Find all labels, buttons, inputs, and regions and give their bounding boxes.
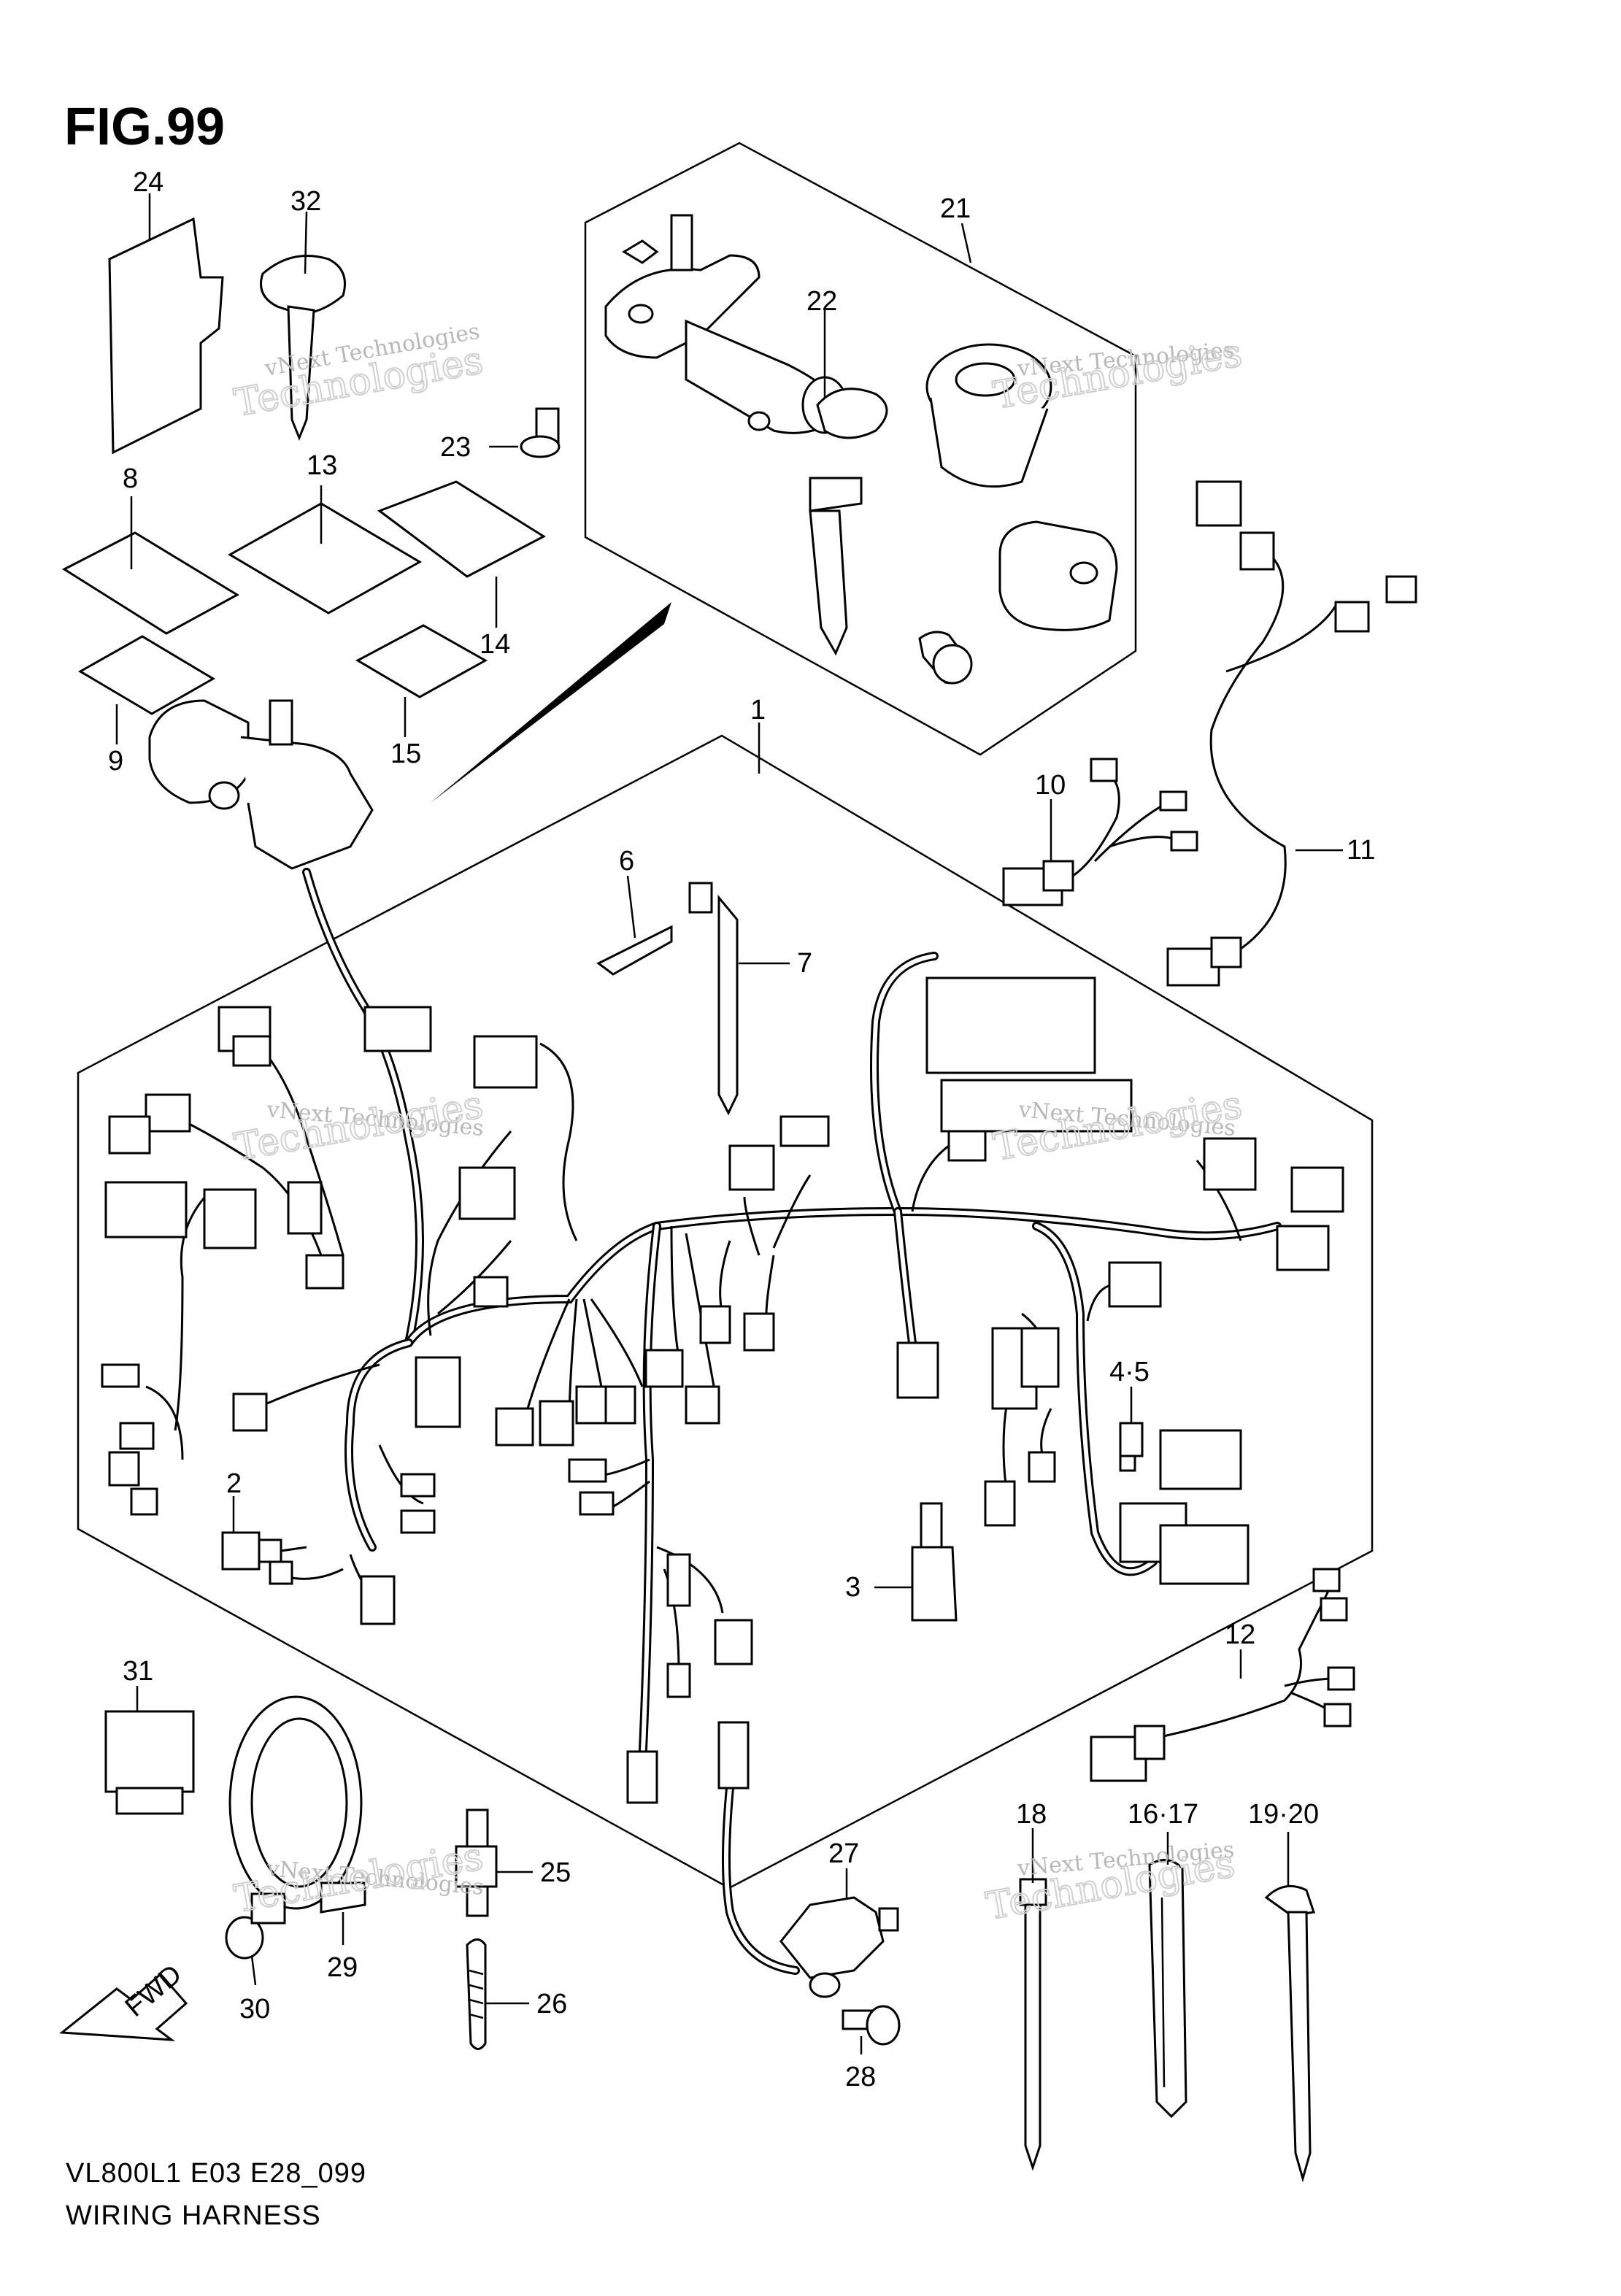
label-2: 2 xyxy=(226,1468,242,1499)
sensor-27 xyxy=(779,1896,899,1998)
label-16-17: 16·17 xyxy=(1128,1799,1198,1830)
label-25: 25 xyxy=(540,1857,571,1888)
label-24: 24 xyxy=(133,167,163,198)
tie-19-20 xyxy=(1264,1884,1315,2183)
label-28: 28 xyxy=(845,2062,876,2092)
sticker-9 xyxy=(78,635,215,715)
main-harness-box xyxy=(77,734,1374,1889)
sticker-15 xyxy=(355,624,488,698)
label-27: 27 xyxy=(828,1838,859,1869)
label-31: 31 xyxy=(123,1656,153,1687)
tie-7 xyxy=(688,882,739,1116)
figure-title: FIG.99 xyxy=(64,98,225,156)
handlebar-switch xyxy=(148,699,374,870)
part-2 xyxy=(221,1531,307,1571)
sticker-13 xyxy=(227,502,423,615)
label-26: 26 xyxy=(536,1989,567,2019)
bolt-30 xyxy=(225,1892,286,1960)
label-3: 3 xyxy=(845,1572,860,1603)
label-1: 1 xyxy=(750,695,766,725)
label-8: 8 xyxy=(123,463,138,494)
relay-31 xyxy=(104,1710,195,1815)
label-4-5: 4·5 xyxy=(1109,1357,1150,1387)
label-19-20: 19·20 xyxy=(1248,1799,1319,1830)
plate-24 xyxy=(108,217,224,455)
label-18: 18 xyxy=(1016,1799,1047,1830)
fuse-relay-4-5 xyxy=(1119,1422,1144,1472)
label-6: 6 xyxy=(619,846,634,877)
label-10: 10 xyxy=(1035,770,1066,801)
footer-name: WIRING HARNESS xyxy=(66,2200,321,2231)
watermark-large-3: Technologies xyxy=(231,1083,486,1170)
label-14: 14 xyxy=(480,629,510,660)
part-26 xyxy=(466,1938,487,2050)
label-30: 30 xyxy=(239,1994,270,2025)
label-29: 29 xyxy=(327,1952,358,1983)
label-13: 13 xyxy=(307,450,337,481)
sub-harness-12 xyxy=(1090,1568,1355,1782)
ignition-key xyxy=(809,388,888,656)
label-9: 9 xyxy=(108,746,123,777)
fuel-cap-part xyxy=(925,343,1052,488)
band-16-17 xyxy=(1148,1859,1187,2119)
harness-connectors xyxy=(101,976,1344,1804)
label-12: 12 xyxy=(1225,1619,1255,1650)
horn-29 xyxy=(228,1695,366,1914)
label-15: 15 xyxy=(390,739,421,769)
tie-18 xyxy=(1019,1878,1047,2171)
lock-part xyxy=(918,520,1118,685)
footer-model: VL800L1 E03 E28_099 xyxy=(66,2158,366,2189)
part-labels: 24 32 21 22 23 8 13 14 9 15 1 6 7 10 11 … xyxy=(108,167,1375,2092)
label-7: 7 xyxy=(797,948,812,979)
bolt-28 xyxy=(842,2005,901,2046)
clip-6 xyxy=(596,925,673,976)
sensor-3 xyxy=(911,1502,958,1622)
watermark-large-2: Technologies xyxy=(990,331,1245,418)
leader-lines xyxy=(115,193,1343,2054)
fwd-arrow-icon: FWD xyxy=(59,1959,188,2041)
label-22: 22 xyxy=(806,286,837,317)
sticker-14 xyxy=(377,480,547,578)
bolt-23 xyxy=(520,407,561,458)
label-11: 11 xyxy=(1347,835,1375,866)
key-32 xyxy=(260,255,346,442)
wiring-harness xyxy=(145,868,1301,1975)
ignition-set-box xyxy=(584,142,1137,756)
label-32: 32 xyxy=(290,186,321,217)
direction-wedge xyxy=(431,602,671,803)
ignition-switch-part xyxy=(604,214,848,434)
switch-25 xyxy=(455,1808,498,1917)
sub-harness-11 xyxy=(1166,480,1417,987)
sub-harness-10 xyxy=(1002,758,1198,906)
sticker-8 xyxy=(61,531,240,635)
label-21: 21 xyxy=(940,193,971,224)
label-23: 23 xyxy=(440,432,471,463)
